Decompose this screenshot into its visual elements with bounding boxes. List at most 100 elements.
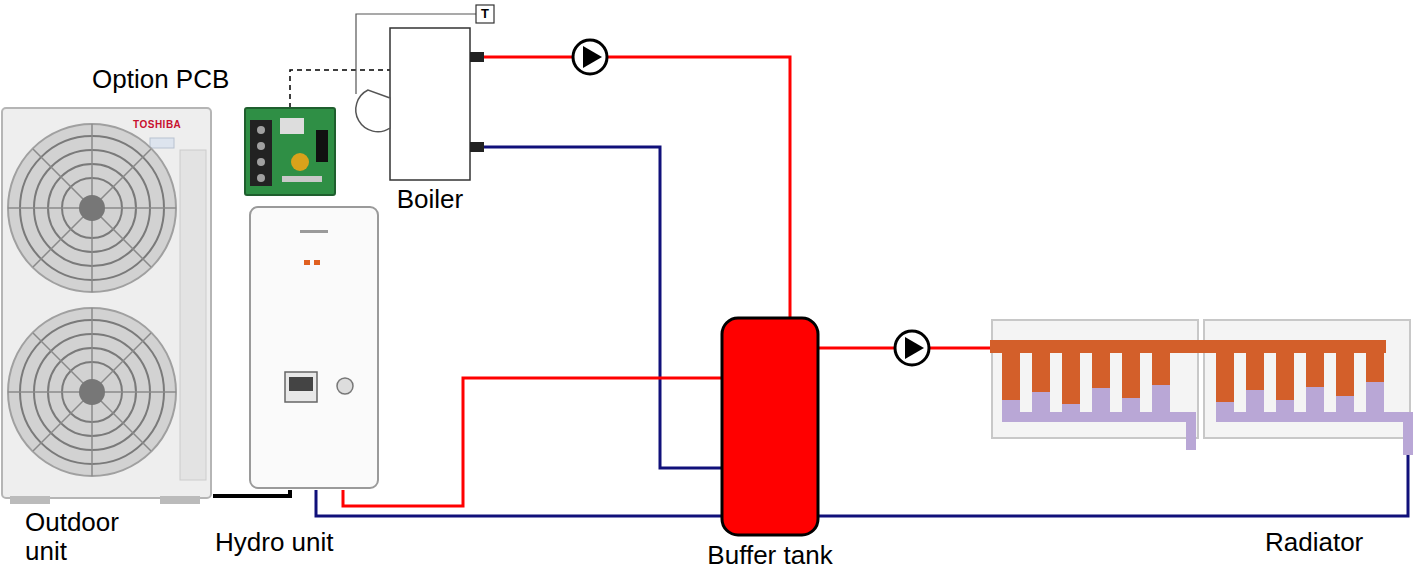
fan-grille <box>79 195 105 221</box>
fan-grille <box>8 308 176 476</box>
boiler-box: Boiler <box>390 28 470 180</box>
fan-grille <box>8 308 176 476</box>
option-pcb-illustration <box>250 120 272 186</box>
radiator-illustration <box>1276 352 1294 400</box>
radiator-illustration <box>1032 352 1050 392</box>
hydro-unit-illustration <box>250 207 378 488</box>
radiator-illustration <box>1002 412 1196 422</box>
radiator-illustration <box>1152 352 1170 385</box>
fan-grille <box>79 379 105 405</box>
hydro-unit: Hydro unit <box>248 205 380 490</box>
boiler-illustration <box>356 90 390 132</box>
buffer-tank-illustration <box>722 318 818 535</box>
return-pipe <box>470 147 722 468</box>
hydro-unit-illustration <box>289 377 313 391</box>
radiator-illustration <box>1186 412 1196 450</box>
refrigerant-pipe <box>213 490 290 496</box>
boiler-illustration <box>390 28 470 180</box>
fan-grille <box>62 178 122 238</box>
boiler-illustration <box>476 5 494 23</box>
option-pcb-illustration <box>257 142 265 150</box>
fan-grille <box>8 124 176 292</box>
option-pcb-illustration <box>245 108 335 195</box>
fan-grille <box>20 136 164 280</box>
radiator-illustration <box>1306 352 1324 420</box>
radiator-illustration <box>1002 352 1020 400</box>
outdoor-unit-illustration <box>150 138 174 148</box>
radiator-illustration <box>1366 352 1384 382</box>
radiator-illustration <box>1032 352 1050 420</box>
pcb-board: Option PCB <box>245 108 335 195</box>
radiator-illustration <box>1002 352 1020 420</box>
flow-pipe <box>818 347 990 350</box>
fan-grille <box>20 320 164 464</box>
pump-symbol <box>905 337 924 359</box>
option-pcb-illustration <box>291 153 309 171</box>
boiler-illustration <box>470 142 484 152</box>
radiator-illustration <box>1276 352 1294 420</box>
radiator-illustration <box>1246 352 1264 420</box>
buffer-tank: Buffer tank <box>722 318 818 535</box>
radiator-illustration <box>1216 352 1234 402</box>
option-pcb-illustration <box>282 176 322 182</box>
hydro-unit-illustration <box>304 260 310 265</box>
option-pcb-illustration <box>257 126 265 134</box>
control-wire <box>290 70 390 108</box>
radiator-illustration <box>1152 352 1170 420</box>
buffer-tank-illustration <box>722 318 818 535</box>
outdoor-unit: Outdoor unit <box>0 105 213 505</box>
radiator: Radiator <box>990 318 1414 455</box>
radiator-illustration <box>1336 352 1354 420</box>
outdoor-unit-illustration <box>10 496 50 504</box>
fan-grille <box>48 348 136 436</box>
flow-pipe <box>343 378 722 506</box>
radiator-illustration <box>1122 352 1140 420</box>
fan-grille <box>34 334 150 450</box>
option-pcb-illustration <box>316 130 328 162</box>
radiator-illustration <box>1306 352 1324 387</box>
fan-grille <box>48 164 136 252</box>
hydro-unit-illustration <box>314 260 320 265</box>
option-pcb-illustration <box>280 118 304 134</box>
hydro-unit-illustration <box>285 372 317 402</box>
radiator-illustration <box>1246 352 1264 390</box>
node-label: Option PCB <box>92 65 229 94</box>
outdoor-unit-illustration <box>2 108 211 504</box>
node-label: Buffer tank <box>707 541 832 570</box>
option-pcb-illustration <box>257 158 265 166</box>
pump-symbol <box>895 331 929 365</box>
radiator-illustration <box>990 320 1413 455</box>
radiator-illustration <box>1204 320 1410 438</box>
pump-symbol <box>573 40 607 74</box>
radiator-illustration <box>1336 352 1354 396</box>
hydro-unit-illustration <box>250 207 378 488</box>
return-pipe <box>316 490 722 516</box>
node-label: Radiator <box>1265 528 1363 557</box>
boiler-illustration <box>356 14 476 94</box>
outdoor-unit-illustration <box>2 108 211 498</box>
fan-grille <box>8 124 176 292</box>
node-label: Outdoor unit <box>25 508 150 565</box>
outdoor-unit-illustration <box>180 150 206 480</box>
pump-symbol <box>583 46 602 68</box>
return-pipe <box>818 455 1408 516</box>
radiator-illustration <box>1092 352 1110 420</box>
hydro-unit-illustration <box>300 230 328 233</box>
radiator-illustration <box>1092 352 1110 388</box>
radiator-illustration <box>1216 412 1412 422</box>
thermostat-symbol: T <box>476 5 494 23</box>
boiler-illustration <box>470 52 484 62</box>
node-label: Boiler <box>397 185 463 214</box>
flow-pipe <box>470 57 790 318</box>
radiator-illustration <box>992 320 1198 438</box>
radiator-illustration <box>1062 352 1080 420</box>
hydro-unit-illustration <box>337 378 353 394</box>
radiator-illustration <box>1062 352 1080 404</box>
outdoor-unit-illustration <box>160 496 200 504</box>
pump-symbol <box>895 331 929 365</box>
pump-symbol <box>573 40 607 74</box>
radiator-illustration <box>1403 412 1413 455</box>
fan-grille <box>34 150 150 266</box>
node-label: Hydro unit <box>215 528 334 557</box>
